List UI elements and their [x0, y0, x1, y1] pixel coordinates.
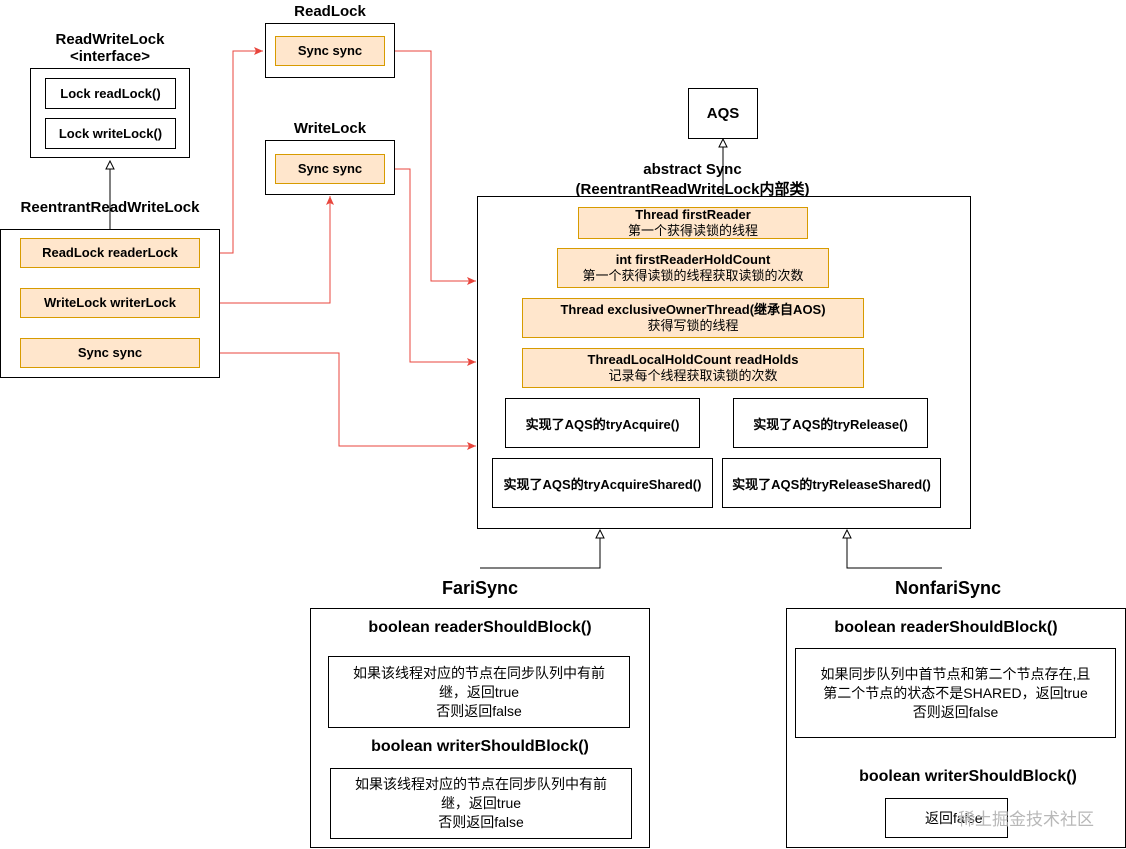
watermark-text: 稀土掘金技术社区: [958, 810, 1094, 829]
sync-title-line2: (ReentrantReadWriteLock内部类): [575, 181, 810, 198]
first-reader-hold-count-line1: int firstReaderHoldCount: [615, 252, 771, 267]
readwritelock-title-line1: ReadWriteLock: [55, 31, 165, 48]
fairsync-title: FariSync: [441, 578, 519, 598]
first-reader-line1: Thread firstReader: [635, 207, 751, 222]
nonfair-writer-method: boolean writerShouldBlock(): [859, 768, 1077, 785]
nonfair-reader-method: boolean readerShouldBlock(): [834, 619, 1058, 636]
fair-reader-desc-line3: 否则返回false: [436, 702, 522, 719]
sync-field: Sync sync: [20, 338, 200, 368]
nonfair-reader-desc-box: [795, 648, 1116, 738]
aqs-box: AQS: [688, 88, 758, 139]
writelock-sync-to-sync-arrow: [385, 168, 476, 366]
readlock-sync-field: Sync sync: [275, 36, 385, 66]
fair-reader-method: boolean readerShouldBlock(): [368, 619, 592, 636]
try-acquire-shared-method: 实现了AQS的tryAcquireShared(): [492, 458, 713, 508]
readerlock-field: ReadLock readerLock: [20, 238, 200, 268]
first-reader-line2: 第一个获得读锁的线程: [627, 223, 758, 238]
nonfair-reader-desc-line2: 第二个节点的状态不是SHARED，返回true: [823, 684, 1088, 701]
first-reader-hold-count-field: int firstReaderHoldCount 第一个获得读锁的线程获取读锁的…: [557, 248, 829, 288]
writelock-title: WriteLock: [293, 120, 367, 137]
sync-to-sync-arrow: [200, 352, 476, 450]
readlock-method: Lock readLock(): [45, 78, 176, 109]
fair-writer-desc-line3: 否则返回false: [438, 814, 524, 830]
try-release-method: 实现了AQS的tryRelease(): [733, 398, 928, 448]
try-release-shared-method: 实现了AQS的tryReleaseShared(): [722, 458, 941, 508]
fair-reader-desc: 如果该线程对应的节点在同步队列中有前 继，返回true 否则返回false: [328, 656, 630, 728]
fairsync-extends-connector: [480, 530, 600, 569]
nonfair-writer-desc-box: [885, 798, 1008, 838]
nonfair-reader-desc-line1: 如果同步队列中首节点和第二个节点存在,且: [820, 665, 1091, 682]
fair-writer-desc-line2: 继，返回true: [440, 795, 522, 811]
writerlock-to-writelock-arrow: [200, 196, 334, 304]
first-reader-hold-count-line2: 第一个获得读锁的线程获取读锁的次数: [582, 268, 804, 283]
fair-writer-method: boolean writerShouldBlock(): [371, 738, 589, 755]
sync-title: abstract Sync (ReentrantReadWriteLock内部类…: [540, 161, 845, 199]
read-holds-field: ThreadLocalHoldCount readHolds 记录每个线程获取读…: [522, 348, 864, 388]
nonfairsync-title: NonfariSync: [894, 578, 1002, 598]
fair-writer-desc: 如果该线程对应的节点在同步队列中有前 继，返回true 否则返回false: [330, 768, 632, 839]
writelock-method: Lock writeLock(): [45, 118, 176, 149]
nonfair-reader-desc-line3: 否则返回false: [912, 703, 999, 720]
nonfair-writer-desc: 返回false: [925, 809, 983, 826]
exclusive-owner-thread-line2: 获得写锁的线程: [647, 318, 739, 333]
read-holds-line1: ThreadLocalHoldCount readHolds: [587, 352, 799, 367]
fair-writer-desc-box: [330, 768, 632, 839]
exclusive-owner-thread-line1: Thread exclusiveOwnerThread(继承自AOS): [560, 302, 826, 317]
reentrant-title: ReentrantReadWriteLock: [20, 199, 200, 216]
readlock-title: ReadLock: [294, 3, 366, 20]
readerlock-to-readlock-arrow: [200, 47, 263, 254]
fair-writer-desc-line1: 如果该线程对应的节点在同步队列中有前: [355, 776, 607, 792]
try-acquire-method: 实现了AQS的tryAcquire(): [505, 398, 700, 448]
exclusive-owner-thread-field: Thread exclusiveOwnerThread(继承自AOS) 获得写锁…: [522, 298, 864, 338]
readwritelock-title: ReadWriteLock <interface>: [30, 31, 190, 65]
readlock-sync-to-sync-arrow: [385, 50, 476, 285]
sync-title-line1: abstract Sync: [643, 161, 742, 178]
first-reader-field: Thread firstReader 第一个获得读锁的线程: [578, 207, 808, 239]
fair-reader-desc-line2: 继，返回true: [438, 683, 520, 700]
nonfair-reader-desc: 如果同步队列中首节点和第二个节点存在,且 第二个节点的状态不是SHARED，返回…: [795, 648, 1116, 738]
writerlock-field: WriteLock writerLock: [20, 288, 200, 318]
writelock-sync-field: Sync sync: [275, 154, 385, 184]
nonfairsync-extends-connector: [847, 530, 942, 569]
read-holds-line2: 记录每个线程获取读锁的次数: [608, 368, 778, 383]
fair-reader-desc-box: [328, 656, 630, 728]
fair-reader-desc-line1: 如果该线程对应的节点在同步队列中有前: [353, 664, 605, 681]
readwritelock-title-line2: <interface>: [69, 48, 151, 65]
